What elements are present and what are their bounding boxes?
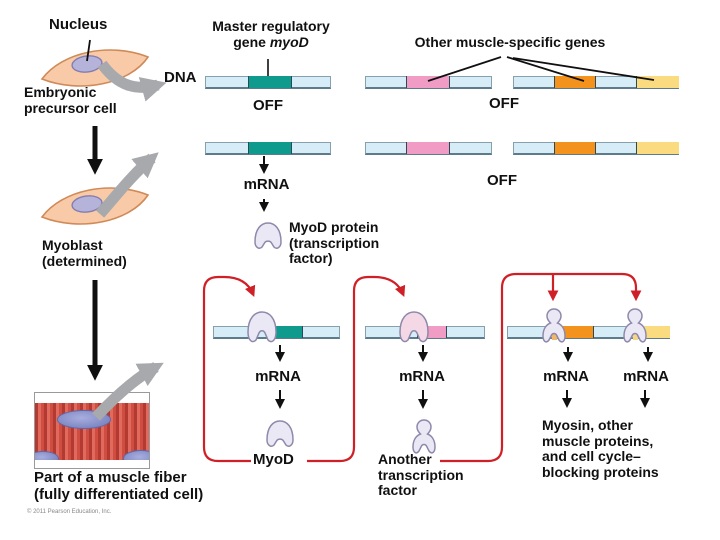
transcription-factor-icon <box>412 419 436 454</box>
other-genes-pointer-line <box>506 56 585 82</box>
cell-nucleus <box>71 195 103 213</box>
transcription-factor-bound-icon <box>542 308 566 343</box>
myod-protein-icon <box>254 222 282 249</box>
mrna-label: mRNA <box>243 176 290 193</box>
myod-gene-segment <box>248 142 292 154</box>
gray-flow-arrow-icon <box>91 362 164 421</box>
muscle-fiber-label: Part of a muscle fiber (fully differenti… <box>34 469 204 503</box>
mrna-label: mRNA <box>543 368 589 385</box>
myod-protein-label: MyoD protein (transcription factor) <box>289 219 380 267</box>
embryonic-precursor-cell <box>40 49 150 87</box>
off-state-label: OFF <box>253 97 283 114</box>
other-muscle-genes-label: Other muscle-specific genes <box>414 34 606 50</box>
off-state-label: OFF <box>487 172 517 189</box>
myod-gene-segment <box>248 76 292 88</box>
dna-label: DNA <box>164 69 197 86</box>
myod-protein-icon <box>266 420 294 447</box>
nucleus-pointer-line <box>86 39 91 62</box>
muscle-gene-pink-segment <box>406 76 450 88</box>
muscle-gene-orange-segment <box>554 76 596 88</box>
myoblast-label: Myoblast (determined) <box>42 237 127 269</box>
red-activation-arrow-icon <box>440 272 642 463</box>
embryonic-cell-label: Embryonic precursor cell <box>24 84 117 116</box>
red-feedback-arrow-icon <box>202 275 256 463</box>
copyright-notice: © 2011 Pearson Education, Inc. <box>27 509 112 515</box>
muscle-fiber-image <box>34 392 150 469</box>
myod-protein-bound-icon <box>247 311 277 343</box>
red-activation-arrow-icon <box>307 275 406 463</box>
mrna-label: mRNA <box>255 368 301 385</box>
muscle-fiber-striations <box>35 403 149 460</box>
dna-strand-row2-right-a <box>365 142 492 155</box>
master-regulatory-gene-label: Master regulatory gene myoD <box>212 18 330 50</box>
myoblast-cell <box>40 187 150 225</box>
another-tf-label: Another transcription factor <box>378 451 464 499</box>
gray-flow-arrow-icon <box>97 60 167 102</box>
off-state-label: OFF <box>489 95 519 112</box>
dna-strand-row2-left <box>205 142 331 155</box>
mrna-label: mRNA <box>623 368 669 385</box>
myosin-proteins-label: Myosin, other muscle proteins, and cell … <box>542 417 659 481</box>
gray-flow-arrow-icon <box>95 152 159 218</box>
other-genes-pointer-line <box>427 56 502 82</box>
myod-gene-name: myoD <box>269 33 309 50</box>
transcription-factor-bound-icon <box>623 308 647 343</box>
mrna-label: mRNA <box>399 368 445 385</box>
dna-strand-row2-right-b <box>513 142 679 155</box>
nucleus-label: Nucleus <box>49 16 108 33</box>
fiber-nucleus <box>123 450 149 460</box>
myod-protein-bound-icon <box>399 311 429 343</box>
cell-nucleus <box>71 55 103 73</box>
muscle-gene-yellow-segment <box>636 142 679 154</box>
other-genes-pointer-line <box>512 57 655 81</box>
dna-strand-row1-right-a <box>365 76 492 89</box>
dna-strand-row1-left <box>205 76 331 89</box>
muscle-gene-pink-segment <box>406 142 450 154</box>
myod-product-label: MyoD <box>253 451 294 468</box>
muscle-gene-orange-segment <box>554 142 596 154</box>
